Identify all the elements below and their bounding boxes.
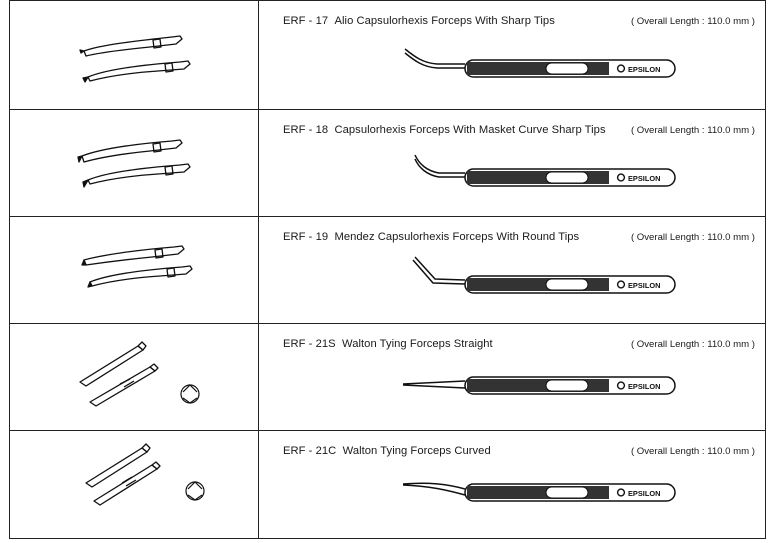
epsilon-logo-icon: [616, 173, 626, 182]
table-row: ERF - 17 Alio Capsulorhexis Forceps With…: [9, 0, 766, 110]
product-title: ERF - 18 Capsulorhexis Forceps With Mask…: [283, 124, 606, 136]
product-name: Mendez Capsulorhexis Forceps With Round …: [334, 231, 580, 243]
capsulorhexis-tip-icon: [79, 35, 191, 83]
overall-length: ( Overall Length : 110.0 mm ): [630, 16, 755, 27]
tip-detail-cell: [10, 324, 259, 430]
description-cell: ERF - 21C Walton Tying Forceps Curved ( …: [259, 431, 765, 538]
forceps-drawing: EPSILON: [402, 376, 676, 395]
forceps-drawing: EPSILON: [402, 482, 676, 502]
table-row: ERF - 19 Mendez Capsulorhexis Forceps Wi…: [9, 217, 766, 324]
epsilon-logo-icon: [616, 381, 626, 390]
description-cell: ERF - 17 Alio Capsulorhexis Forceps With…: [259, 1, 765, 109]
overall-length: ( Overall Length : 110.0 mm ): [630, 446, 755, 457]
epsilon-logo-icon: [616, 280, 626, 289]
tying-tip-icon: [79, 341, 200, 407]
description-cell: ERF - 18 Capsulorhexis Forceps With Mask…: [259, 110, 765, 216]
product-name: Walton Tying Forceps Curved: [342, 445, 491, 457]
forceps-drawing: EPSILON: [414, 154, 676, 187]
product-title: ERF - 21S Walton Tying Forceps Straight: [283, 338, 493, 350]
epsilon-logo-icon: [616, 488, 626, 497]
product-name: Walton Tying Forceps Straight: [342, 338, 493, 350]
product-code: ERF - 21S: [283, 338, 336, 350]
product-title: ERF - 19 Mendez Capsulorhexis Forceps Wi…: [283, 231, 579, 243]
tip-detail-cell: [10, 431, 259, 538]
product-code: ERF - 21C: [283, 445, 337, 457]
product-title: ERF - 21C Walton Tying Forceps Curved: [283, 445, 491, 457]
brand-mark: EPSILON: [628, 65, 660, 74]
capsulorhexis-tip-icon: [81, 245, 193, 288]
table-row: ERF - 21C Walton Tying Forceps Curved ( …: [9, 431, 766, 539]
cross-section-icon: [185, 481, 205, 501]
product-code: ERF - 17: [283, 15, 329, 27]
epsilon-logo-icon: [616, 64, 626, 73]
product-title: ERF - 17 Alio Capsulorhexis Forceps With…: [283, 15, 555, 27]
product-name: Capsulorhexis Forceps With Masket Curve …: [334, 124, 606, 136]
description-cell: ERF - 21S Walton Tying Forceps Straight …: [259, 324, 765, 430]
overall-length: ( Overall Length : 110.0 mm ): [630, 339, 755, 350]
cross-section-icon: [180, 384, 200, 404]
tip-detail-cell: [10, 1, 259, 109]
tip-detail-cell: [10, 217, 259, 323]
forceps-drawing: EPSILON: [404, 48, 676, 78]
product-code: ERF - 19: [283, 231, 329, 243]
product-name: Alio Capsulorhexis Forceps With Sharp Ti…: [334, 15, 555, 27]
brand-mark: EPSILON: [628, 174, 660, 183]
capsulorhexis-tip-icon: [77, 139, 191, 188]
brand-mark: EPSILON: [628, 281, 660, 290]
forceps-drawing: EPSILON: [412, 256, 676, 294]
product-catalog-table: ERF - 17 Alio Capsulorhexis Forceps With…: [9, 0, 768, 540]
brand-mark: EPSILON: [628, 489, 660, 498]
table-row: ERF - 18 Capsulorhexis Forceps With Mask…: [9, 110, 766, 217]
product-code: ERF - 18: [283, 124, 329, 136]
tying-tip-icon: [85, 443, 205, 506]
brand-mark: EPSILON: [628, 382, 660, 391]
description-cell: ERF - 19 Mendez Capsulorhexis Forceps Wi…: [259, 217, 765, 323]
table-row: ERF - 21S Walton Tying Forceps Straight …: [9, 324, 766, 431]
tip-detail-cell: [10, 110, 259, 216]
overall-length: ( Overall Length : 110.0 mm ): [630, 232, 755, 243]
overall-length: ( Overall Length : 110.0 mm ): [630, 125, 755, 136]
